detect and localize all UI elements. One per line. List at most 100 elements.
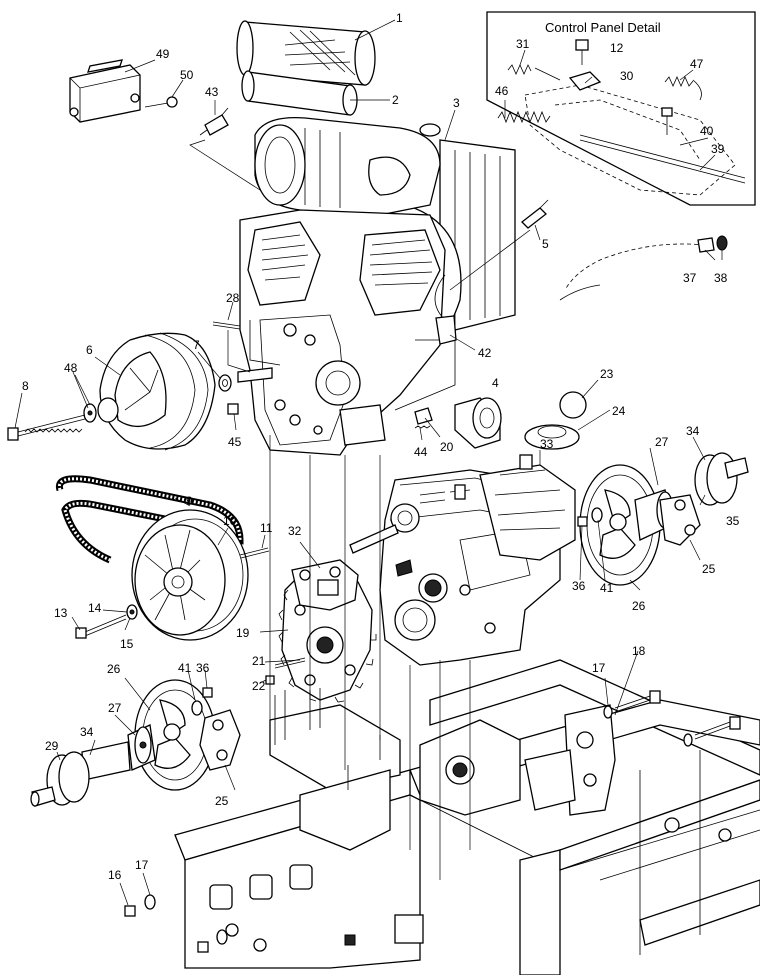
throttle-cable xyxy=(559,235,728,301)
callout-15: 15 xyxy=(120,637,134,651)
callout-42: 42 xyxy=(478,346,492,360)
caliper-25-right xyxy=(659,494,701,546)
callout-14: 14 xyxy=(88,601,102,615)
callout-41-right: 41 xyxy=(600,581,614,595)
callout-44: 44 xyxy=(414,445,428,459)
washer-41-right xyxy=(591,507,603,523)
spring-47 xyxy=(664,76,694,87)
washer-17-left xyxy=(144,894,156,910)
screw-50 xyxy=(144,96,178,108)
callout-17-right: 17 xyxy=(592,661,606,675)
fitting-20 xyxy=(414,407,433,425)
callout-37: 37 xyxy=(683,271,697,285)
callout-23: 23 xyxy=(600,367,614,381)
callout-11: 11 xyxy=(260,521,273,535)
bolt-40-head xyxy=(661,107,673,117)
callout-2: 2 xyxy=(392,93,399,107)
callout-34-left: 34 xyxy=(80,725,94,739)
bolt-8-washer-48 xyxy=(7,403,97,441)
oil-filter-mount xyxy=(315,360,361,406)
callout-3: 3 xyxy=(453,96,460,110)
sensor-43 xyxy=(199,107,229,136)
inset-frame xyxy=(486,11,756,206)
driven-clutch-10 xyxy=(131,509,249,641)
callout-7: 7 xyxy=(193,338,200,352)
inset-panel-inner xyxy=(554,99,701,161)
callout-29: 29 xyxy=(45,739,59,753)
callout-22: 22 xyxy=(252,679,266,693)
crankshaft-end xyxy=(237,367,273,383)
cylinder-head-left xyxy=(247,221,321,306)
callout-21: 21 xyxy=(252,654,266,668)
callout-38: 38 xyxy=(714,271,728,285)
callout-24: 24 xyxy=(612,404,626,418)
drive-clutch-6 xyxy=(97,332,216,451)
callout-39: 39 xyxy=(711,142,725,156)
washer-7 xyxy=(218,374,232,392)
callout-1: 1 xyxy=(396,11,403,25)
callout-36-right: 36 xyxy=(572,579,586,593)
cable-knob-38 xyxy=(716,235,728,251)
leader-lines xyxy=(14,19,723,906)
air-filter-element-1 xyxy=(236,20,376,86)
callout-30: 30 xyxy=(620,69,634,83)
callout-36-left: 36 xyxy=(196,661,210,675)
cable-end-37 xyxy=(697,237,715,253)
washer-41-left xyxy=(191,700,203,716)
callout-5: 5 xyxy=(542,237,549,251)
callout-49: 49 xyxy=(156,47,170,61)
callout-40: 40 xyxy=(700,124,714,138)
fitting-44 xyxy=(414,425,431,429)
bolt-13 xyxy=(75,614,127,639)
transaxle-assembly xyxy=(349,454,576,666)
inset-title: Control Panel Detail xyxy=(545,20,661,35)
ball-23 xyxy=(559,391,587,419)
callout-46: 46 xyxy=(495,84,509,98)
engine-assembly xyxy=(237,116,549,456)
callout-6: 6 xyxy=(86,343,93,357)
callout-43: 43 xyxy=(205,85,219,99)
pin-11 xyxy=(239,547,270,559)
sprocket-34-29-left xyxy=(30,741,131,807)
decal xyxy=(395,559,413,577)
control-module-49 xyxy=(69,59,141,123)
callout-50: 50 xyxy=(180,68,194,82)
input-shaft-bearing xyxy=(390,503,420,533)
callout-26-left: 26 xyxy=(107,662,121,676)
callout-35: 35 xyxy=(726,514,740,528)
cap-24 xyxy=(524,424,580,450)
callout-8: 8 xyxy=(22,379,29,393)
bolt-18 xyxy=(603,690,661,719)
nut-36-left xyxy=(202,687,213,698)
clip-30 xyxy=(568,71,602,91)
inset-rod-edge xyxy=(579,139,746,184)
alignment-lines xyxy=(269,435,471,880)
output-flange xyxy=(394,599,436,641)
callout-47: 47 xyxy=(690,57,704,71)
fuel-filter-42 xyxy=(435,315,457,345)
callout-16: 16 xyxy=(108,868,122,882)
bolt-lower-left xyxy=(197,941,209,953)
spark-plug-5 xyxy=(521,207,547,229)
bolt-21 xyxy=(274,657,306,669)
oil-fill-cap xyxy=(419,123,441,137)
callout-27-left: 27 xyxy=(108,701,122,715)
chassis-frame xyxy=(174,659,760,976)
callout-48: 48 xyxy=(64,361,78,375)
control-panel-inset: Control Panel Detail xyxy=(486,11,756,206)
inset-rod xyxy=(579,134,746,179)
callout-10: 10 xyxy=(223,514,237,528)
callout-17-left: 17 xyxy=(135,858,149,872)
callout-32: 32 xyxy=(288,524,302,538)
callout-25-right: 25 xyxy=(702,562,716,576)
engine-mount-foot xyxy=(339,404,386,446)
sprocket-34-right xyxy=(694,452,749,506)
callout-27-right: 27 xyxy=(655,435,669,449)
callout-labels: 1 2 3 4 5 6 7 8 9 10 11 12 13 14 15 16 1… xyxy=(22,11,740,882)
callout-13: 13 xyxy=(54,606,68,620)
bolt-12-head xyxy=(575,39,589,51)
callout-34-right: 34 xyxy=(686,424,700,438)
hub-27-left xyxy=(127,724,156,771)
air-filter-element-2 xyxy=(241,70,358,116)
